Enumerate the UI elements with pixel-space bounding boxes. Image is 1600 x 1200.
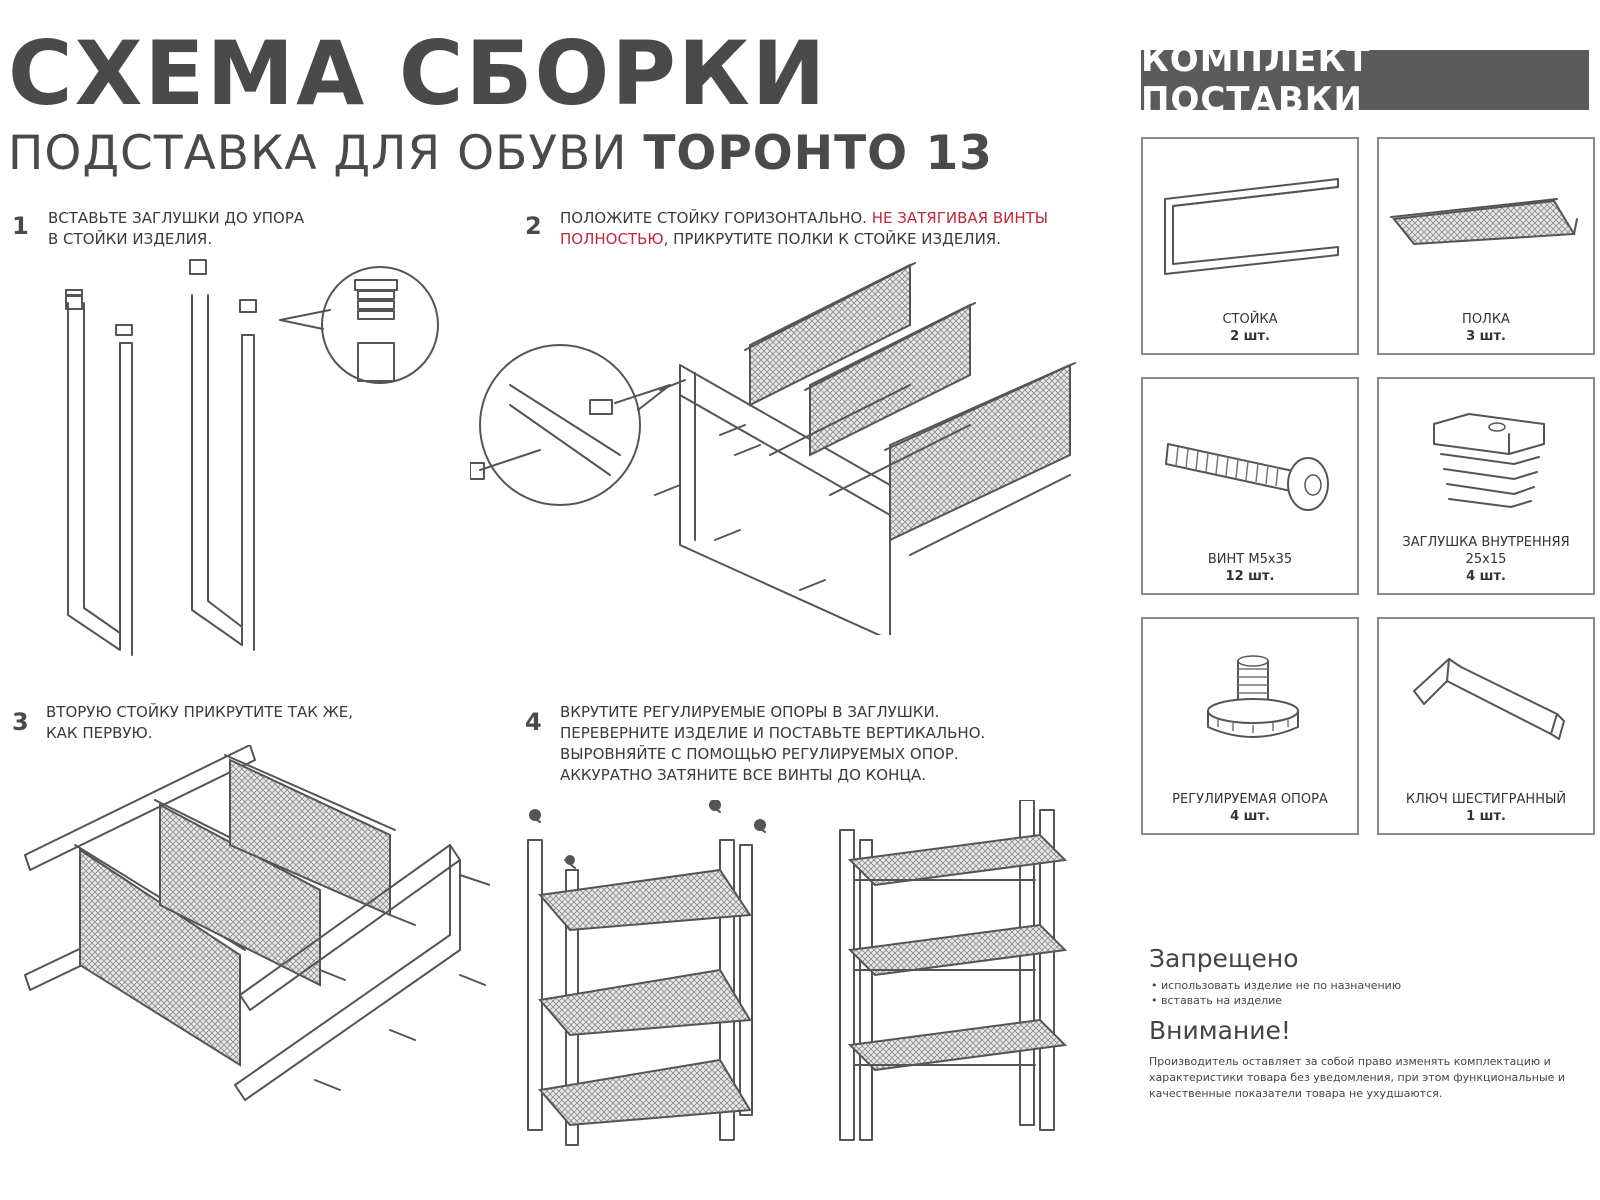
kit-item-foot: РЕГУЛИРУЕМАЯ ОПОРА 4 шт. — [1141, 617, 1359, 835]
step-4-text: ВКРУТИТЕ РЕГУЛИРУЕМЫЕ ОПОРЫ В ЗАГЛУШКИ. … — [560, 702, 985, 786]
kit-item-post-name: СТОЙКА — [1222, 312, 1278, 327]
rack-upright-icon — [839, 800, 1068, 1141]
page-title: СХЕМА СБОРКИ — [8, 22, 828, 125]
rack-upside-down-icon — [527, 800, 766, 1146]
attention-title: Внимание! — [1149, 1016, 1291, 1045]
step-4-line2: ПЕРЕВЕРНИТЕ ИЗДЕЛИЕ И ПОСТАВЬТЕ ВЕРТИКАЛ… — [560, 724, 986, 742]
step-4-number: 4 — [525, 708, 542, 736]
step-1-line1: ВСТАВЬТЕ ЗАГЛУШКИ ДО УПОРА — [48, 209, 305, 227]
step-4-line3: ВЫРОВНЯЙТЕ С ПОМОЩЬЮ РЕГУЛИРУЕМЫХ ОПОР. — [560, 745, 959, 763]
attention-text: Производитель оставляет за собой право и… — [1149, 1055, 1566, 1100]
kit-item-post: СТОЙКА 2 шт. — [1141, 137, 1359, 355]
screw-icons — [314, 874, 490, 1091]
step-2-number: 2 — [525, 212, 542, 240]
step-3-line1: ВТОРУЮ СТОЙКУ ПРИКРУТИТЕ ТАК ЖЕ, — [46, 703, 354, 721]
subtitle-prefix: ПОДСТАВКА ДЛЯ ОБУВИ — [8, 126, 628, 181]
frame-1-icon — [65, 289, 133, 656]
kit-item-shelf-qty: 3 шт. — [1466, 329, 1506, 344]
kit-item-screw-name: ВИНТ M5x35 — [1207, 552, 1293, 567]
step-3-line2: КАК ПЕРВУЮ. — [46, 724, 153, 742]
kit-item-hex-key: КЛЮЧ ШЕСТИГРАННЫЙ 1 шт. — [1377, 617, 1595, 835]
kit-item-screw: ВИНТ M5x35 12 шт. — [1141, 377, 1359, 595]
step-1-number: 1 — [12, 212, 29, 240]
step-2-line1: ПОЛОЖИТЕ СТОЙКУ ГОРИЗОНТАЛЬНО. — [560, 209, 867, 227]
shelf-mesh-icon — [744, 262, 1076, 556]
step-2-text: ПОЛОЖИТЕ СТОЙКУ ГОРИЗОНТАЛЬНО. НЕ ЗАТЯГИ… — [560, 208, 1048, 250]
step-2-warning-1: НЕ ЗАТЯГИВАЯ ВИНТЫ — [871, 209, 1049, 227]
kit-item-plug-name: ЗАГЛУШКА ВНУТРЕННЯЯ — [1402, 535, 1570, 550]
kit-item-screw-qty: 12 шт. — [1225, 569, 1275, 584]
list-item: • использовать изделие не по назначению — [1151, 979, 1402, 992]
screw-zoom-icon — [470, 344, 671, 506]
kit-header: КОМПЛЕКТ ПОСТАВКИ — [1141, 40, 1589, 120]
step-3-illustration — [24, 745, 490, 1101]
step-2-warning-2: ПОЛНОСТЬЮ — [560, 230, 664, 248]
kit-item-foot-name: РЕГУЛИРУЕМАЯ ОПОРА — [1172, 792, 1328, 807]
step-4-line1: ВКРУТИТЕ РЕГУЛИРУЕМЫЕ ОПОРЫ В ЗАГЛУШКИ. — [560, 703, 940, 721]
kit-item-plug: ЗАГЛУШКА ВНУТРЕННЯЯ 25x15 4 шт. — [1377, 377, 1595, 595]
step-3-number: 3 — [12, 708, 29, 736]
adjustable-foot-icon — [1207, 655, 1299, 738]
subtitle-model: ТОРОНТО 13 — [643, 126, 993, 181]
plug-icon — [1433, 413, 1545, 508]
frame-2-icon — [189, 259, 257, 651]
kit-item-hex-key-name: КЛЮЧ ШЕСТИГРАННЫЙ — [1405, 792, 1567, 807]
step-4-line4: АККУРАТНО ЗАТЯНИТЕ ВСЕ ВИНТЫ ДО КОНЦА. — [560, 766, 927, 784]
shelf-icon — [1390, 198, 1578, 246]
shelf-mesh-icon — [74, 754, 396, 1067]
step-4-illustration — [527, 800, 1068, 1146]
forbidden-title: Запрещено — [1149, 944, 1299, 973]
step-2-illustration — [470, 262, 1076, 635]
screw-icon — [1165, 443, 1329, 511]
kit-item-plug-qty: 4 шт. — [1466, 569, 1506, 584]
step-3-text: ВТОРУЮ СТОЙКУ ПРИКРУТИТЕ ТАК ЖЕ, КАК ПЕР… — [46, 702, 353, 744]
step-1-text: ВСТАВЬТЕ ЗАГЛУШКИ ДО УПОРА В СТОЙКИ ИЗДЕ… — [48, 208, 304, 250]
step-1-illustration — [65, 259, 439, 656]
kit-item-foot-qty: 4 шт. — [1230, 809, 1270, 824]
kit-item-shelf-name: ПОЛКА — [1462, 312, 1510, 327]
kit-item-shelf: ПОЛКА 3 шт. — [1377, 137, 1595, 355]
step-2-line2: , ПРИКРУТИТЕ ПОЛКИ К СТОЙКЕ ИЗДЕЛИЯ. — [663, 230, 1001, 248]
screw-icons — [654, 379, 826, 591]
step-1-line2: В СТОЙКИ ИЗДЕЛИЯ. — [48, 230, 213, 248]
plug-zoom-icon — [279, 266, 439, 384]
list-item: • вставать на изделие — [1151, 994, 1283, 1007]
kit-item-hex-key-qty: 1 шт. — [1466, 809, 1506, 824]
forbidden-list: • использовать изделие не по назначению … — [1151, 978, 1401, 1008]
page-subtitle: ПОДСТАВКА ДЛЯ ОБУВИ ТОРОНТО 13 — [8, 130, 993, 177]
hex-key-icon — [1413, 658, 1565, 740]
kit-item-post-qty: 2 шт. — [1230, 329, 1270, 344]
post-icon — [1164, 178, 1339, 275]
kit-item-plug-size: 25x15 — [1465, 552, 1507, 567]
